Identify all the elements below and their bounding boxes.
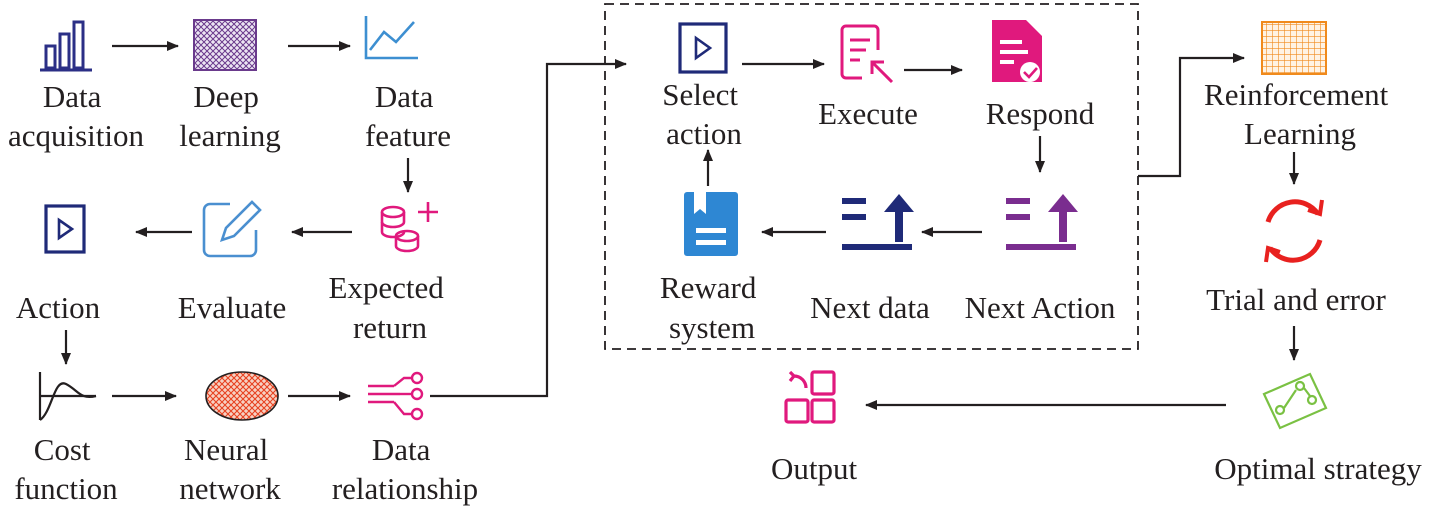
- label-line: acquisition: [8, 118, 145, 153]
- node-label-trial-and-error: Trial and error: [1206, 282, 1386, 317]
- label-line: Data: [43, 79, 102, 114]
- label-line: relationship: [332, 471, 478, 506]
- label-line: Select: [662, 77, 738, 112]
- label-line: feature: [365, 118, 451, 153]
- label-line: Data: [372, 432, 431, 467]
- label-line: Data: [375, 79, 434, 114]
- label-line: Reinforcement: [1204, 77, 1389, 112]
- node-label-reward-system: Reward system: [660, 270, 764, 345]
- label-line: learning: [179, 118, 281, 153]
- node-label-deep-learning: Deep learning: [179, 79, 281, 153]
- node-label-evaluate: Evaluate: [178, 290, 286, 325]
- network-branch-icon: [368, 371, 424, 421]
- mesh-ellipse-icon: [205, 371, 279, 421]
- function-curve-icon: [38, 372, 97, 421]
- play-box-icon: [678, 22, 728, 74]
- execute-form-icon: [840, 24, 894, 84]
- label-line: Cost: [34, 432, 91, 467]
- grid-pattern-icon: [1261, 21, 1327, 75]
- label-line: Deep: [193, 79, 258, 114]
- node-label-expected-return: Expected return: [328, 270, 451, 345]
- refresh-icon: [1264, 199, 1324, 263]
- label-line: network: [179, 471, 281, 506]
- label-line: Learning: [1244, 116, 1356, 151]
- labels: Data acquisition Deep learning Data feat…: [8, 77, 1422, 506]
- node-label-select-action: Select action: [662, 77, 746, 151]
- line-chart-icon: [364, 16, 418, 60]
- node-label-action: Action: [16, 290, 101, 325]
- list-upload-icon: [842, 194, 914, 250]
- node-label-cost-function: Cost function: [14, 432, 118, 506]
- node-label-execute: Execute: [818, 96, 918, 131]
- label-line: function: [14, 471, 118, 506]
- node-label-output: Output: [771, 451, 858, 486]
- document-check-icon: [992, 20, 1042, 82]
- node-label-next-data: Next data: [810, 290, 930, 325]
- node-label-neural-network: Neural network: [179, 432, 281, 506]
- node-label-optimal-strategy: Optimal strategy: [1214, 451, 1422, 486]
- label-line: Neural: [184, 432, 268, 467]
- edge-data-relationship-to-select-action: [430, 59, 627, 398]
- node-label-data-acquisition: Data acquisition: [8, 79, 145, 153]
- node-label-reinforcement-learning: Reinforcement Learning: [1204, 77, 1396, 151]
- node-label-data-relationship: Data relationship: [332, 432, 478, 506]
- edge-environment-to-reinforcement-learning: [1138, 53, 1245, 178]
- play-box-icon: [44, 204, 86, 254]
- node-label-respond: Respond: [986, 96, 1095, 131]
- edges: [61, 41, 1299, 410]
- label-line: action: [666, 116, 742, 151]
- label-line: system: [669, 310, 755, 345]
- route-tag-icon: [1262, 372, 1328, 430]
- label-line: Reward: [660, 270, 757, 305]
- coins-plus-icon: [380, 202, 438, 253]
- edit-icon: [202, 200, 262, 258]
- bar-chart-icon: [40, 20, 92, 72]
- node-label-next-action: Next Action: [965, 290, 1116, 325]
- label-line: Expected: [328, 270, 444, 305]
- list-upload-icon: [1006, 194, 1078, 250]
- node-label-data-feature: Data feature: [365, 79, 451, 153]
- app-grid-icon: [784, 370, 836, 424]
- label-line: return: [353, 310, 428, 345]
- bookmark-book-icon: [684, 192, 738, 256]
- grid-pattern-icon: [193, 19, 257, 71]
